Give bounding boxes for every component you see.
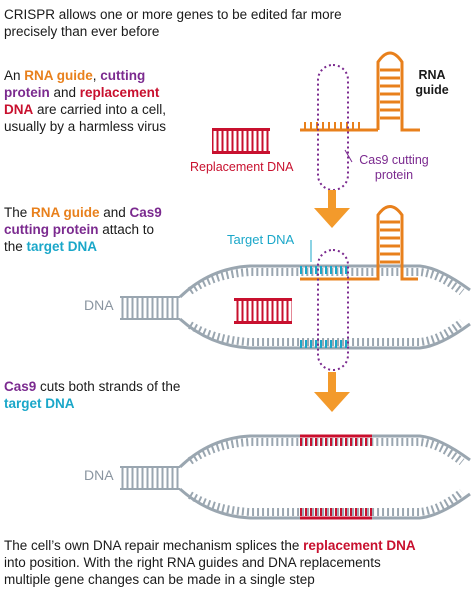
step1-t2: , [92,68,101,83]
step2-cas9: Cas9 [129,205,162,220]
replacement-dna-label: Replacement DNA [190,160,294,174]
step3-cas9: Cas9 [4,379,37,394]
step2-t4: the [4,239,27,254]
rna-guide-label: RNA guide [410,68,454,98]
step2-target-dna: target DNA [26,239,98,254]
step1-line4: usually by a harmless virus [4,119,167,134]
dna-label-1: DNA [84,297,114,313]
step1-cutting: cutting [100,68,146,83]
step1-dna: DNA [4,102,34,117]
cas9-label-b: protein [374,168,414,182]
dna-double-helix-2 [120,240,471,350]
cas9-protein-2 [317,249,349,371]
cas9-label-a: Cas9 cutting [359,153,429,167]
footer-text: The cell’s own DNA repair mechanism spli… [4,537,472,588]
step2-rna-guide: RNA guide [31,205,100,220]
step3-t1: cuts both strands of the [36,379,181,394]
dna-double-helix-3 [120,434,471,520]
arrow-down-1 [314,190,350,228]
step2-cutting-protein: cutting protein [4,222,99,237]
footer-replacement-dna: replacement DNA [303,538,416,553]
cas9-pointer-1 [344,149,353,163]
cas9-label: Cas9 cutting protein [350,153,438,183]
step1-rna-guide: RNA guide [24,68,93,83]
footer-t1: The cell’s own DNA repair mechanism spli… [4,538,304,553]
rna-guide-2 [300,205,418,281]
arrow-down-2 [314,372,350,412]
rna-guide-label-b: guide [415,83,449,97]
header-line-1: CRISPR allows one or more genes to be ed… [4,7,342,22]
step1-t1: An [4,68,25,83]
step3-text: Cas9 cuts both strands of the target DNA [4,378,214,412]
replacement-dna-fragment-1 [212,128,270,154]
step1-protein: protein [4,85,50,100]
header-text: CRISPR allows one or more genes to be ed… [4,6,342,40]
replacement-dna-fragment-2 [234,298,292,324]
step2-t2: and [99,205,130,220]
step3-target-dna: target DNA [4,396,75,411]
step1-t3: and [49,85,80,100]
step2-t3: attach to [98,222,155,237]
rna-guide-1 [300,51,420,132]
dna-label-2: DNA [84,467,114,483]
footer-line2: into position. With the right RNA guides… [4,555,381,570]
step1-t4: are carried into a cell, [33,102,167,117]
step2-t1: The [4,205,32,220]
rna-guide-label-a: RNA [418,68,446,82]
footer-line3: multiple gene changes can be made in a s… [4,572,315,587]
step2-text: The RNA guide and Cas9 cutting protein a… [4,204,204,255]
target-dna-label: Target DNA [227,232,295,247]
step1-text: An RNA guide, cutting protein and replac… [4,67,204,135]
header-line-2: precisely than ever before [4,24,160,39]
step1-replacement: replacement [79,85,160,100]
